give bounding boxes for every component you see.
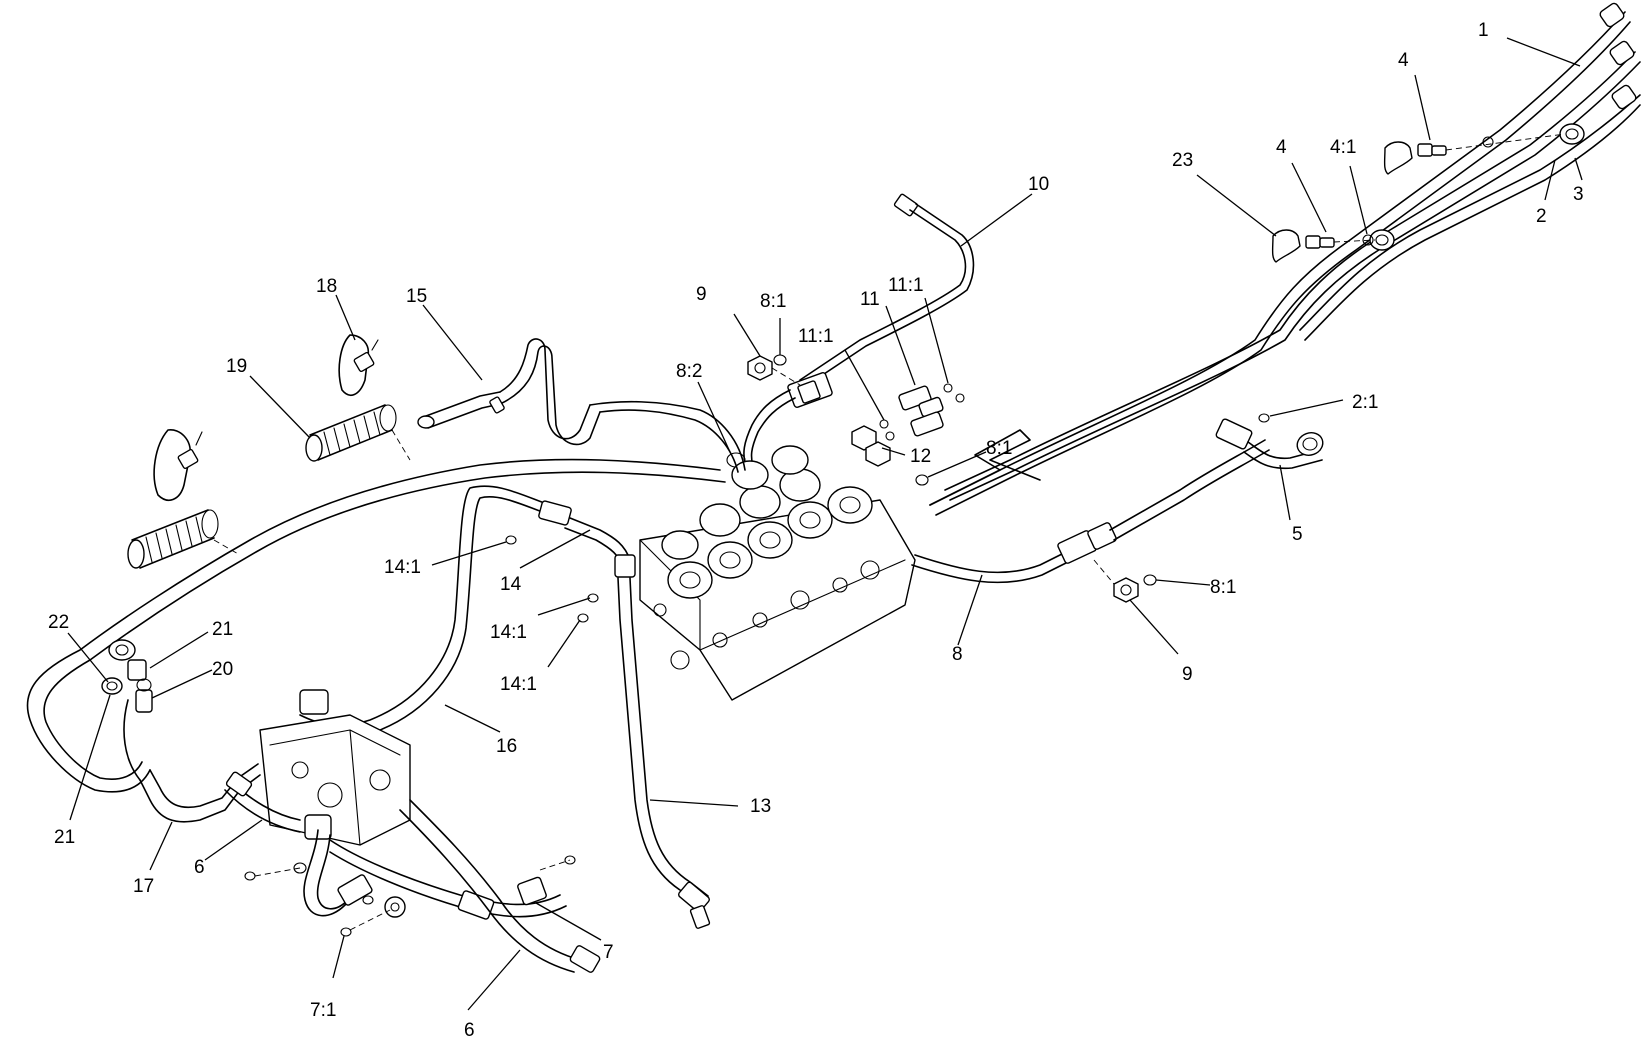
spiral-coil-19 bbox=[305, 404, 397, 462]
callout-5: 5 bbox=[1292, 524, 1303, 545]
tube-15 bbox=[417, 338, 746, 473]
callout-7: 7 bbox=[603, 942, 614, 963]
callout-labels: 1 2 3 4 4 4:1 23 10 9 8:1 11 11:1 11:1 8… bbox=[48, 20, 1584, 1041]
callout-10: 10 bbox=[1028, 174, 1049, 195]
callout-3: 3 bbox=[1573, 184, 1584, 205]
valve-manifold bbox=[639, 445, 916, 701]
callout-12: 12 bbox=[910, 446, 931, 467]
callout-8: 8 bbox=[952, 644, 963, 665]
callout-22: 22 bbox=[48, 612, 69, 633]
lower-valve-block bbox=[224, 689, 601, 973]
callout-16: 16 bbox=[496, 736, 517, 757]
callout-18: 18 bbox=[316, 276, 337, 297]
callout-8-1-upper: 8:1 bbox=[760, 291, 786, 312]
callout-14-1-mid: 14:1 bbox=[490, 622, 527, 643]
callout-11-1-left: 11:1 bbox=[798, 326, 834, 347]
leader-lines bbox=[67, 37, 1583, 1011]
hose-17 bbox=[26, 458, 726, 823]
spiral-wrap-and-clamp bbox=[127, 334, 411, 569]
tube-assembly-1-2-3 bbox=[929, 2, 1641, 516]
callout-9-lower: 9 bbox=[1182, 664, 1193, 685]
callout-8-2: 8:2 bbox=[676, 361, 702, 382]
callout-4-upper: 4 bbox=[1398, 50, 1409, 71]
callout-14: 14 bbox=[500, 574, 522, 595]
callout-2-1: 2:1 bbox=[1352, 392, 1378, 413]
callout-23: 23 bbox=[1172, 150, 1193, 171]
callout-4-lower: 4 bbox=[1276, 137, 1287, 158]
callout-7-1: 7:1 bbox=[310, 1000, 336, 1021]
callout-4-1: 4:1 bbox=[1330, 137, 1356, 158]
callout-15: 15 bbox=[406, 286, 427, 307]
callout-8-1-mid: 8:1 bbox=[986, 438, 1012, 459]
callout-11: 11 bbox=[860, 289, 880, 310]
callout-13: 13 bbox=[750, 796, 771, 817]
hose-13 bbox=[617, 577, 711, 929]
callout-14-1-low: 14:1 bbox=[500, 674, 537, 695]
callout-19: 19 bbox=[226, 356, 247, 377]
test-port-fittings bbox=[1271, 133, 1566, 263]
callout-1: 1 bbox=[1478, 20, 1489, 41]
callout-6-upper: 6 bbox=[194, 857, 205, 878]
callout-9-upper: 9 bbox=[696, 284, 707, 305]
spiral-coil-lower bbox=[127, 509, 219, 569]
callout-20: 20 bbox=[212, 659, 233, 680]
hose-14-16 bbox=[299, 485, 636, 738]
callout-11-1-right: 11:1 bbox=[888, 275, 924, 296]
tube-8 bbox=[911, 439, 1270, 603]
callout-2: 2 bbox=[1536, 206, 1547, 227]
callout-6-lower: 6 bbox=[464, 1020, 475, 1041]
callout-14-1-top: 14:1 bbox=[384, 557, 421, 578]
callout-21-upper: 21 bbox=[212, 619, 233, 640]
callout-21-lower: 21 bbox=[54, 827, 75, 848]
callout-17: 17 bbox=[133, 876, 154, 897]
solenoid-coils bbox=[661, 445, 873, 599]
callout-8-1-right: 8:1 bbox=[1210, 577, 1236, 598]
tube-5 bbox=[1215, 413, 1324, 470]
